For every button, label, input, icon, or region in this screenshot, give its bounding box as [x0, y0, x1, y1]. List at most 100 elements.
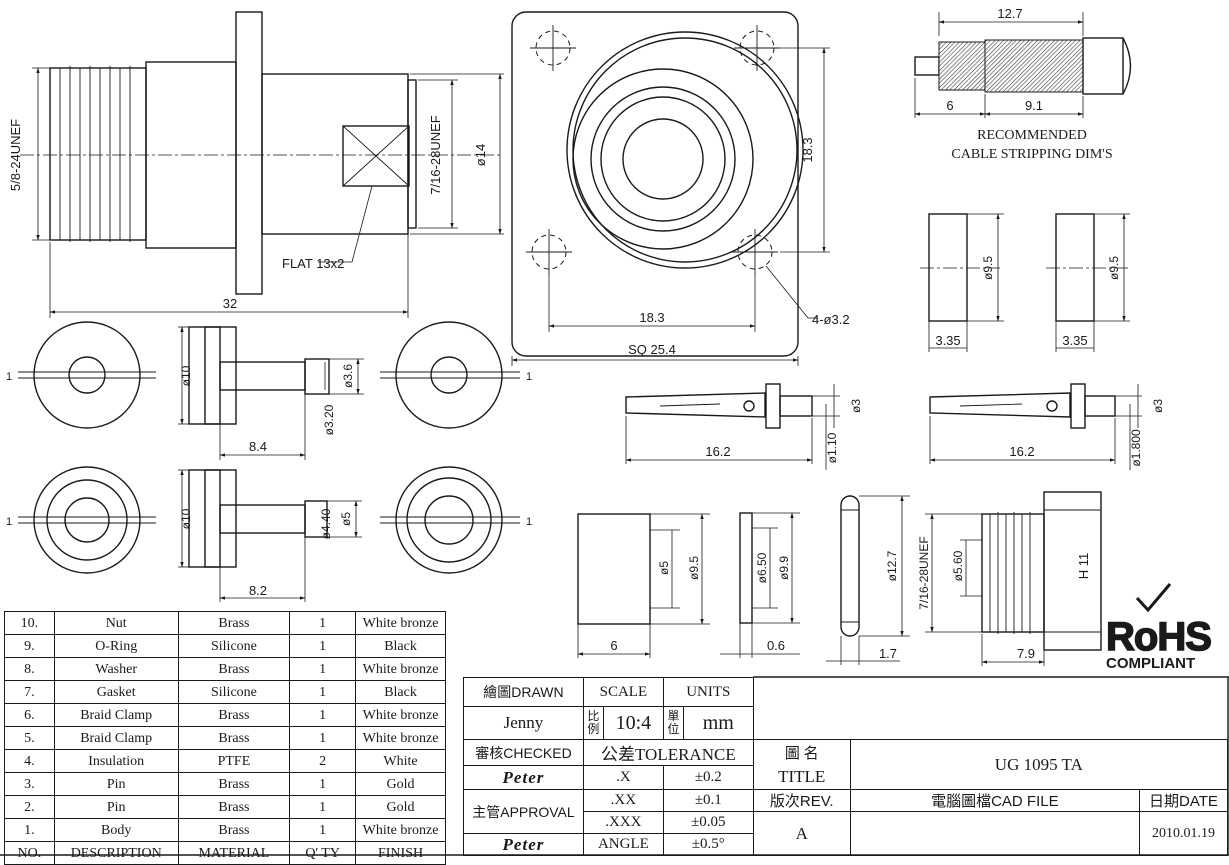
bom-mat: Brass — [177, 772, 291, 796]
bom-no: 6. — [4, 703, 55, 727]
dim-sq183-horizontal: 18.3 — [639, 310, 664, 325]
dim-ins-d36: ø3.6 — [341, 364, 355, 388]
dim-length: 32 — [223, 296, 237, 311]
bom-mat: Brass — [177, 726, 291, 750]
dim-flat: FLAT 13x2 — [282, 256, 344, 271]
bom-desc: Pin — [53, 772, 179, 796]
checked-by: Peter — [463, 765, 584, 790]
dim-oring-l17: 1.7 — [879, 646, 897, 661]
bom-desc: Pin — [53, 795, 179, 819]
dim-ins-d320: ø3.20 — [322, 404, 336, 435]
label-1-c: 1 — [6, 516, 12, 528]
tol-xxx-val: ±0.05 — [662, 811, 754, 834]
scale-cn: 比例 — [582, 706, 604, 740]
stripping-label-1: RECOMMENDED — [977, 128, 1087, 143]
title-value: UG 1095 TA — [849, 739, 1229, 790]
bom-no: 5. — [4, 726, 55, 750]
dim-ins-d10a: ø10 — [179, 365, 193, 386]
drawn-label: 繪圖DRAWN — [463, 677, 584, 707]
title-block: 繪圖DRAWN SCALE UNITS Jenny 比例 10:4 單位 mm … — [463, 677, 1229, 856]
dim-clamp-a-d: ø9.5 — [981, 256, 995, 280]
bom-desc: Braid Clamp — [53, 726, 179, 750]
approval-by: Peter — [463, 833, 584, 856]
dim-ins-d5: ø5 — [339, 512, 353, 526]
bom-fin: White bronze — [355, 611, 446, 635]
dim-strip-91: 9.1 — [1025, 98, 1043, 113]
cad-label: 電腦圖檔CAD FILE — [849, 789, 1141, 812]
bom-qty: 1 — [289, 703, 357, 727]
rohs-mark: RoHS — [1106, 615, 1211, 659]
gasket-view: ø5 ø9.5 6 — [577, 513, 710, 658]
dim-clamp-a-l: 3.35 — [935, 333, 960, 348]
rev-value: A — [752, 811, 851, 856]
bom-desc: Washer — [53, 657, 179, 681]
units-value: mm — [682, 706, 754, 740]
dim-wash-d650: ø6.50 — [755, 552, 769, 583]
dim-nut-thread: 7/16-28UNEF — [917, 536, 931, 609]
bom-qty: 1 — [289, 795, 357, 819]
tolerance-label: 公差TOLERANCE — [582, 739, 754, 766]
bom-header-desc: DESCRIPTION — [53, 841, 179, 865]
bom-fin: Gold — [355, 772, 446, 796]
dim-body-l6: 6 — [610, 638, 617, 653]
bom-no: 10. — [4, 611, 55, 635]
bom-mat: Brass — [177, 818, 291, 842]
bom-no: 1. — [4, 818, 55, 842]
bom-qty: 1 — [289, 818, 357, 842]
cable-stripping-view: 12.7 6 9.1 RECOMMENDED CABLE STRIPPING D… — [914, 6, 1132, 162]
bom-fin: White bronze — [355, 726, 446, 750]
blank-area — [752, 677, 1228, 740]
date-value: 2010.01.19 — [1139, 811, 1228, 856]
bom-qty: 1 — [289, 634, 357, 658]
dim-pin-a-l: 16.2 — [705, 444, 730, 459]
rohs-compliant: COMPLIANT — [1106, 655, 1195, 672]
bom-fin: White bronze — [355, 818, 446, 842]
dim-strip-6: 6 — [946, 98, 953, 113]
bom-fin: White bronze — [355, 703, 446, 727]
bom-mat: Silicone — [177, 634, 291, 658]
bom-mat: PTFE — [177, 749, 291, 773]
dim-wash-l06: 0.6 — [767, 638, 785, 653]
bom-no: 3. — [4, 772, 55, 796]
tol-xxx: .XXX — [582, 811, 664, 834]
bom-fin: White bronze — [355, 657, 446, 681]
connector-side-view: 5/8-24UNEF 7/16-28UNEF ø14 FLAT 13x2 32 — [8, 11, 504, 318]
bom-fin: Black — [355, 634, 446, 658]
dim-nut-h: H 11 — [1076, 553, 1091, 580]
dim-ins-l84: 8.4 — [249, 439, 267, 454]
dim-holes: 4-ø3.2 — [812, 312, 850, 327]
bom-mat: Brass — [177, 611, 291, 635]
rohs-logo: RoHS COMPLIANT — [1105, 583, 1213, 672]
bom-desc: Body — [53, 818, 179, 842]
label-1-b: 1 — [526, 371, 532, 383]
bom-desc: Insulation — [53, 749, 179, 773]
bom-header-qty: Q' TY — [289, 841, 357, 865]
insulation-view-2: 1 ø10 ø5 ø4.40 8.2 1 — [6, 466, 532, 602]
dim-ins-d440: ø4.40 — [319, 508, 333, 539]
pin-a: ø3 ø1.10 16.2 — [625, 383, 863, 470]
bom-mat: Brass — [177, 703, 291, 727]
bom-desc: O-Ring — [53, 634, 179, 658]
units-cn: 單位 — [662, 706, 684, 740]
bom-no: 2. — [4, 795, 55, 819]
bom-header-mat: MATERIAL — [177, 841, 291, 865]
mount-hole-bl — [526, 229, 572, 275]
flange-front-view: 18.3 18.3 SQ 25.4 4-ø3.2 — [511, 11, 850, 366]
braid-clamp-a: ø9.5 3.35 — [920, 213, 1004, 352]
bom-header-no: NO. — [4, 841, 55, 865]
tol-x: .X — [582, 765, 664, 790]
nut-view: ø5.60 7/16-28UNEF H 11 7.9 — [917, 491, 1102, 666]
mount-hole-br — [732, 229, 778, 275]
dim-strip-total: 12.7 — [997, 6, 1022, 21]
cad-value — [849, 811, 1141, 856]
bom-mat: Silicone — [177, 680, 291, 704]
checked-label: 審核CHECKED — [463, 739, 584, 766]
bom-qty: 1 — [289, 726, 357, 750]
